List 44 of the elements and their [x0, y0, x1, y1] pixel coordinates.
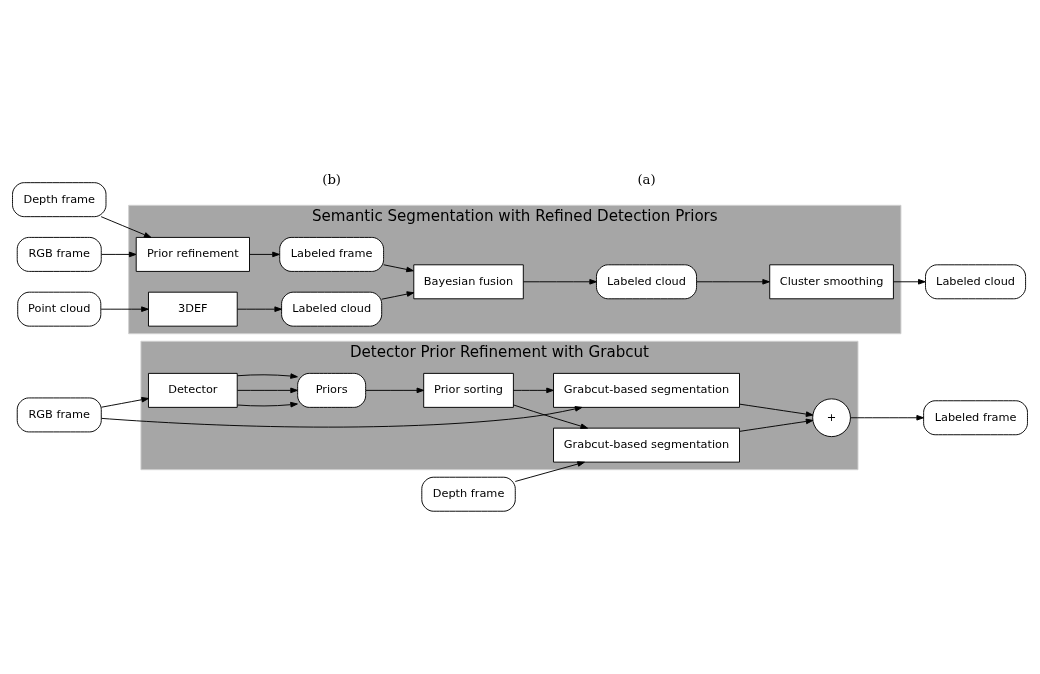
arrow: [739, 403, 814, 417]
node-box: Depth frame: [421, 476, 516, 512]
arrow: [237, 387, 298, 393]
label: (b): [322, 171, 342, 187]
arrow: [365, 387, 425, 393]
node-box: Detector: [148, 372, 238, 408]
label: (a): [637, 171, 656, 187]
arrow: [850, 414, 924, 421]
node-box: Prior refinement: [135, 236, 250, 272]
arrow: [237, 305, 282, 312]
node-box: Labeled cloud: [281, 291, 383, 327]
arrow: [696, 278, 770, 285]
node-box: Bayesian fusion: [413, 263, 524, 299]
arrow: [237, 401, 298, 407]
arrow: [739, 418, 814, 432]
arrow: [100, 215, 152, 238]
node-box: 3DEF: [148, 291, 238, 327]
node-box: Labeled frame: [923, 399, 1028, 435]
arrow: [513, 387, 554, 393]
arrow: [237, 372, 298, 379]
node-box: RGB frame: [16, 236, 102, 272]
node-box: Labeled frame: [279, 236, 385, 272]
node-box: Prior sorting: [423, 372, 514, 408]
arrow: [249, 251, 280, 257]
node-box: RGB frame: [16, 396, 102, 432]
node-box: Labeled cloud: [925, 263, 1027, 299]
node-box: Point cloud: [17, 291, 102, 327]
arrow: [101, 405, 583, 428]
arrow: [893, 278, 926, 285]
arrow: [381, 290, 415, 300]
node-box: Priors: [297, 372, 367, 408]
node-box: Depth frame: [12, 181, 107, 217]
node-box: Cluster smoothing: [769, 263, 894, 299]
arrow: [523, 278, 597, 285]
node-box: Labeled cloud: [596, 263, 698, 299]
arrow: [513, 403, 588, 429]
node-box: Grabcut-based segmentation: [553, 372, 740, 408]
arrow: [100, 305, 149, 312]
arrow: [101, 251, 137, 257]
arrow: [383, 263, 414, 272]
arrow: [101, 396, 149, 408]
arrow: [514, 460, 585, 482]
node-box: Grabcut-based segmentation: [553, 427, 740, 463]
node-circle: +: [812, 397, 851, 437]
